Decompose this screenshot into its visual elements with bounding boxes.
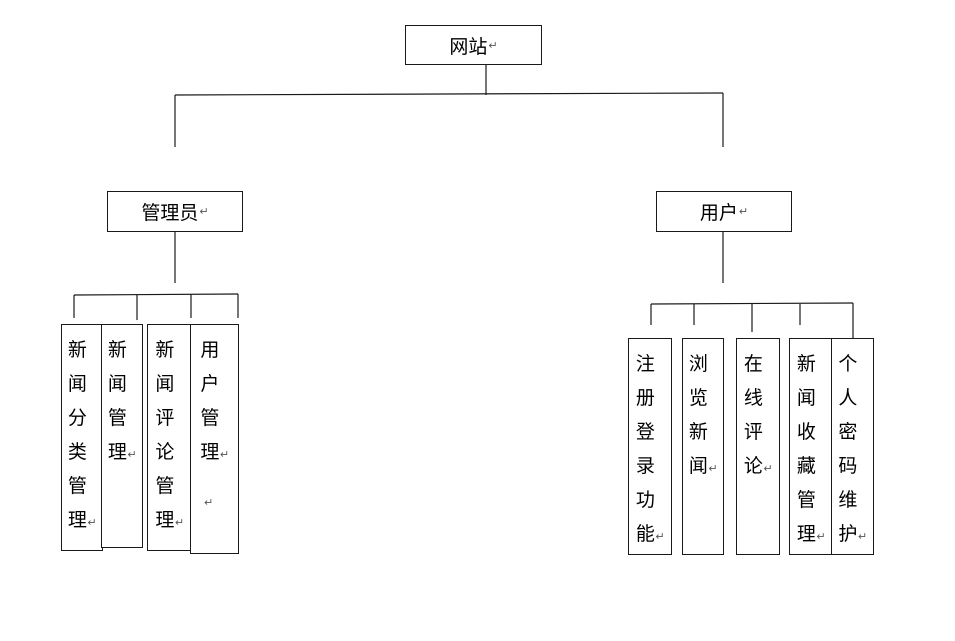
return-mark: ↵ (708, 462, 718, 475)
root-label: 网站 (449, 35, 488, 58)
return-mark: ↵ (199, 205, 209, 218)
return-mark: ↵ (174, 516, 185, 529)
admin-child-label: 新闻分类管理 (67, 339, 87, 531)
user-child-label: 浏览新闻 (688, 353, 708, 477)
return-mark: ↵ (127, 448, 137, 461)
user-child-browse-news: 浏览新闻↵ (682, 338, 724, 555)
return-mark: ↵ (816, 530, 826, 543)
root-bar (174, 92, 724, 96)
admin-child-label: 新闻管理 (107, 339, 127, 463)
return-mark: ↵ (488, 38, 498, 52)
return-mark: ↵ (219, 448, 230, 461)
return-mark: ↵ (204, 496, 214, 509)
user-bar (650, 302, 854, 305)
admin-child-user-management: 用户管理↵ (190, 324, 239, 554)
user-child-label: 新闻收藏管理 (796, 353, 816, 545)
return-mark: ↵ (87, 516, 97, 529)
return-mark: ↵ (857, 530, 868, 543)
user-child-register-login: 注册登录功能↵ (628, 338, 672, 555)
return-mark: ↵ (763, 462, 773, 475)
admin-child-news: 新闻管理↵ (101, 324, 143, 548)
user-child-label: 个人密码维护 (838, 353, 858, 545)
return-mark: ↵ (738, 205, 749, 218)
user-child-label: 注册登录功能 (635, 353, 655, 545)
root-node: 网站↵ (405, 25, 542, 65)
admin-label: 管理员 (141, 202, 199, 224)
admin-child-label: 用户管理 (200, 339, 220, 463)
user-child-password-maintenance: 个人密码维护↵ (831, 338, 874, 555)
user-child-online-comment: 在线评论↵ (736, 338, 780, 555)
admin-child-label: 新闻评论管理 (155, 339, 175, 531)
user-child-label: 在线评论 (743, 353, 763, 477)
admin-node: 管理员↵ (107, 191, 243, 232)
admin-child-news-comments: 新闻评论管理↵ (147, 324, 192, 551)
user-node: 用户↵ (656, 191, 792, 232)
admin-bar (73, 293, 239, 296)
return-mark: ↵ (655, 530, 665, 543)
user-label: 用户 (699, 202, 738, 224)
user-child-news-favorites: 新闻收藏管理↵ (789, 338, 833, 555)
admin-child-news-category: 新闻分类管理↵ (61, 324, 103, 551)
